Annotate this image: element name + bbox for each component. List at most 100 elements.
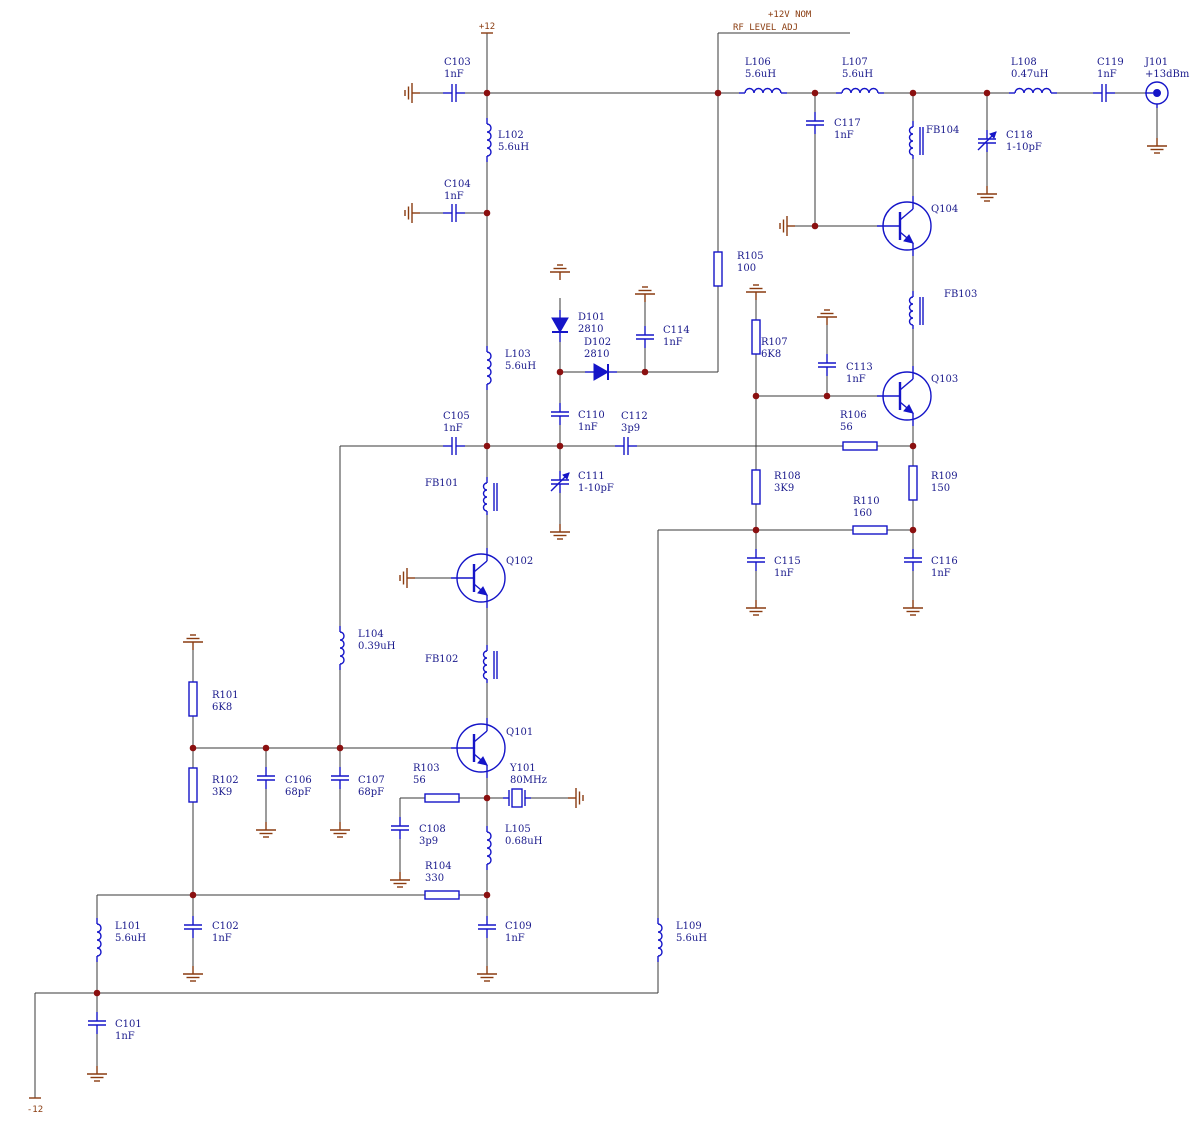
capacitor-c101: C101 1nF [87,1011,142,1042]
transistor-q101: Q101 [449,716,533,780]
svg-text:3p9: 3p9 [621,423,640,434]
svg-text:68pF: 68pF [358,787,384,798]
capacitor-c119: C119 1nF [1092,57,1124,103]
diode-d102: D102 2810 [584,337,618,381]
svg-text:+13dBm: +13dBm [1145,69,1190,80]
svg-text:L109: L109 [676,921,702,932]
svg-text:L107: L107 [842,57,868,68]
svg-text:100: 100 [737,263,756,274]
crystal-y101: Y101 80MHz [502,763,547,808]
capacitor-c109: C109 1nF [477,915,532,944]
svg-text:Q103: Q103 [931,374,958,385]
grounds [86,82,1168,1082]
resistor-r104: R104 330 [424,861,460,900]
svg-text:1-10pF: 1-10pF [1006,142,1042,153]
svg-text:L101: L101 [115,921,141,932]
svg-text:1nF: 1nF [1097,69,1117,80]
connector-j101: J101 +13dBm [1144,57,1190,108]
resistor-r110: R110 160 [852,496,888,535]
svg-text:1nF: 1nF [931,568,951,579]
svg-text:FB104: FB104 [926,125,959,136]
svg-text:+12: +12 [479,22,495,32]
svg-text:6K8: 6K8 [212,702,232,713]
svg-text:2810: 2810 [584,349,609,360]
vcc-port: +12 [479,22,495,34]
resistor-r107: R107 6K8 [751,319,788,360]
svg-text:C118: C118 [1006,130,1033,141]
ferrite-bead-fb104: FB104 [908,120,959,160]
svg-text:1nF: 1nF [212,933,232,944]
capacitor-c115: C115 1nF [746,548,801,579]
svg-text:R106: R106 [840,410,867,421]
svg-text:C101: C101 [115,1019,142,1030]
wires [34,32,1158,1098]
capacitor-c118: C118 1-10pF [978,130,1042,153]
capacitor-c103: C103 1nF [442,57,471,103]
svg-text:L108: L108 [1011,57,1037,68]
capacitor-c105: C105 1nF [442,411,470,456]
svg-text:C107: C107 [358,775,385,786]
transistor-q102: Q102 [449,546,533,610]
vee-port: -12 [27,1097,43,1115]
svg-text:1nF: 1nF [444,69,464,80]
inductor-l105: L105 0.68uH [486,824,543,871]
svg-text:5.6uH: 5.6uH [498,142,529,153]
transistor-q103: Q103 [875,364,958,428]
junctions [93,89,991,997]
svg-text:C105: C105 [443,411,470,422]
svg-text:6K8: 6K8 [761,349,781,360]
svg-text:0.68uH: 0.68uH [505,836,543,847]
ferrite-bead-fb101: FB101 [425,476,498,516]
capacitor-c117: C117 1nF [805,111,861,141]
svg-text:1nF: 1nF [444,191,464,202]
svg-text:R103: R103 [413,763,440,774]
resistor-r106: R106 56 [840,410,878,451]
svg-text:5.6uH: 5.6uH [505,361,536,372]
svg-text:5.6uH: 5.6uH [842,69,873,80]
svg-text:R101: R101 [212,690,239,701]
svg-text:3K9: 3K9 [212,787,232,798]
svg-text:C110: C110 [578,410,605,421]
svg-text:5.6uH: 5.6uH [745,69,776,80]
inductor-l102: L102 5.6uH [486,117,529,163]
svg-text:Q101: Q101 [506,727,533,738]
svg-text:C108: C108 [419,824,446,835]
resistor-r109: R109 150 [908,465,958,501]
svg-text:1nF: 1nF [578,422,598,433]
resistor-r102: R102 3K9 [188,767,239,803]
svg-text:J101: J101 [1144,57,1168,68]
svg-text:3K9: 3K9 [774,483,794,494]
svg-text:C111: C111 [578,471,605,482]
svg-text:R105: R105 [737,251,764,262]
svg-text:FB102: FB102 [425,654,458,665]
svg-text:C109: C109 [505,921,532,932]
svg-text:C104: C104 [444,179,471,190]
svg-text:1nF: 1nF [443,423,463,434]
capacitor-c102: C102 1nF [183,915,239,944]
adj-label: RF LEVEL ADJ [733,23,798,33]
svg-text:C115: C115 [774,556,801,567]
svg-text:0.39uH: 0.39uH [358,641,396,652]
svg-text:R108: R108 [774,471,801,482]
svg-text:56: 56 [413,775,426,786]
nom-label: +12V NOM [768,10,812,20]
capacitor-c110: C110 1nF [550,402,605,433]
svg-text:L102: L102 [498,130,524,141]
svg-text:L103: L103 [505,349,531,360]
capacitor-c111: C111 1-10pF [551,471,614,494]
svg-text:R110: R110 [853,496,880,507]
svg-text:2810: 2810 [578,324,603,335]
svg-text:56: 56 [840,422,853,433]
svg-text:C106: C106 [285,775,312,786]
svg-text:R107: R107 [761,337,788,348]
svg-text:D101: D101 [578,312,605,323]
svg-text:Q104: Q104 [931,204,958,215]
svg-text:Y101: Y101 [509,763,536,774]
svg-text:C112: C112 [621,411,648,422]
ferrite-bead-fb103: FB103 [908,289,977,330]
svg-text:0.47uH: 0.47uH [1011,69,1049,80]
svg-text:R104: R104 [425,861,452,872]
resistor-r105: R105 100 [713,251,764,287]
svg-text:330: 330 [425,873,444,884]
